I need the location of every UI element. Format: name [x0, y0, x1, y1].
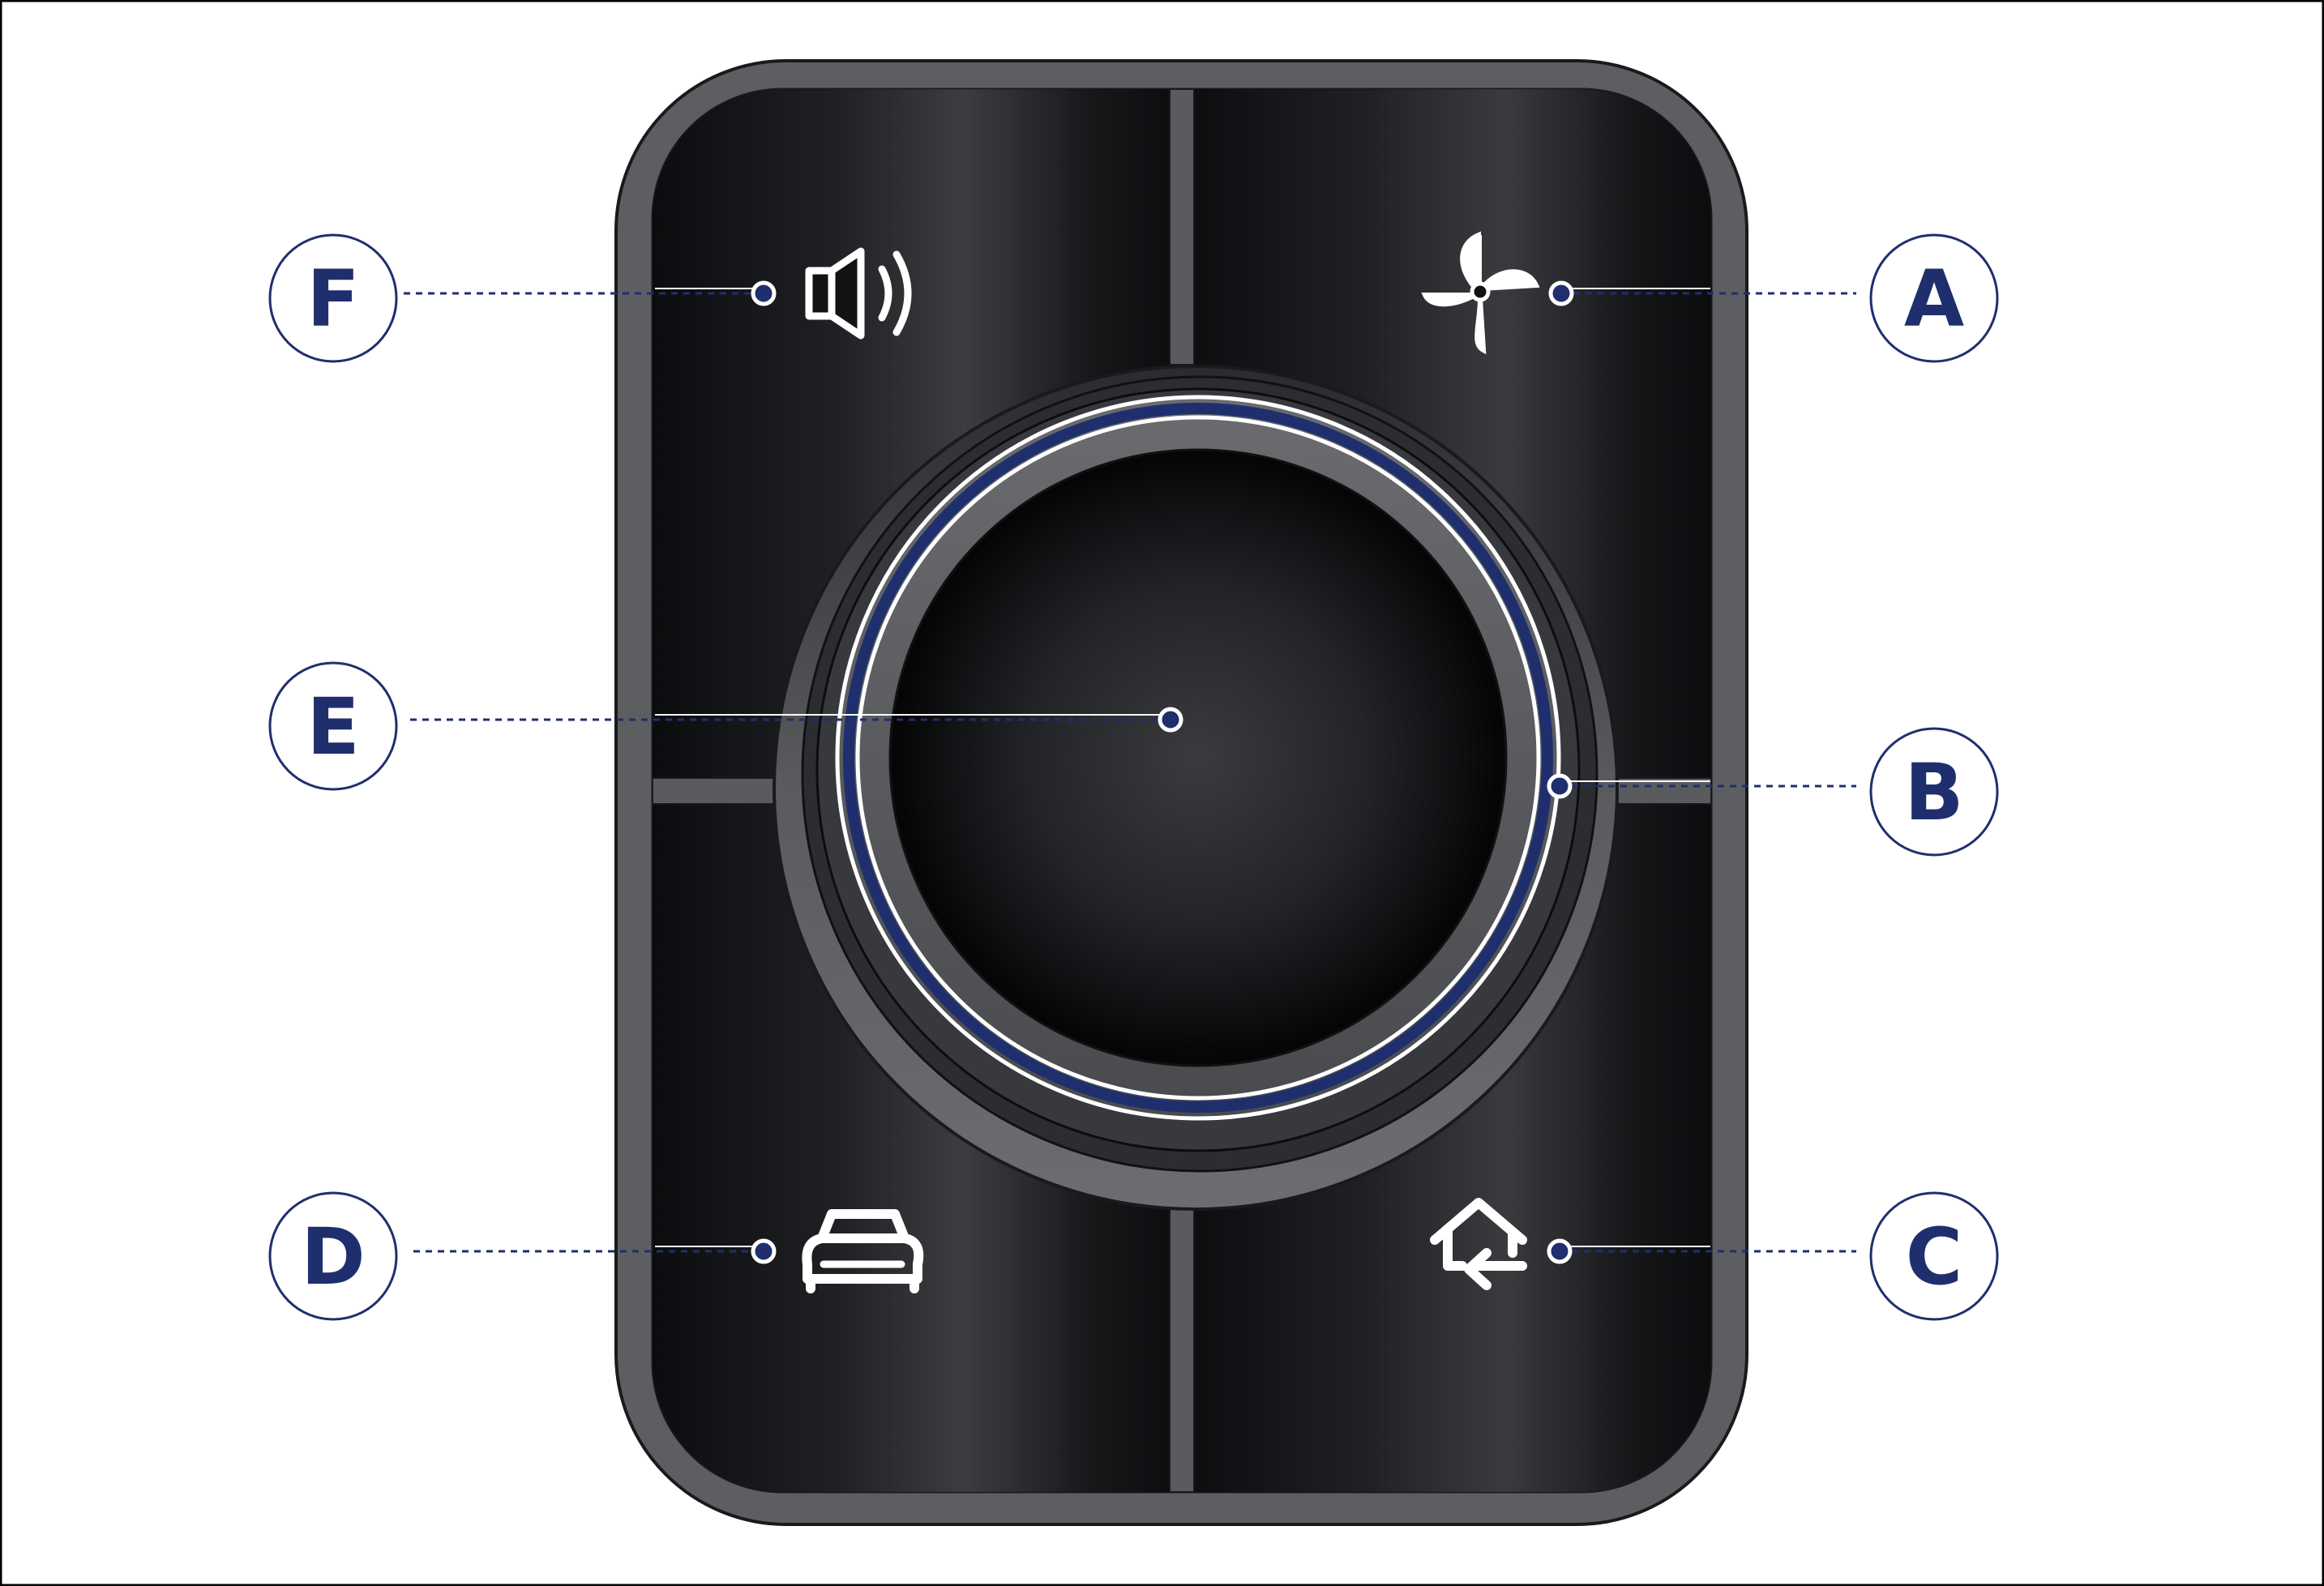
callout-dots — [751, 280, 1574, 1264]
callout-dot-f — [751, 280, 777, 306]
home-return-icon[interactable] — [1430, 1198, 1527, 1290]
callout-label-d: D — [301, 1212, 366, 1302]
callout-circle-c — [1869, 1191, 1999, 1321]
callout-label-c: C — [1906, 1212, 1962, 1302]
callout-circle-a — [1869, 233, 1999, 363]
left-horizontal-seam — [653, 777, 783, 805]
fan-icon[interactable] — [1421, 231, 1540, 355]
callout-dot-b — [1547, 773, 1573, 799]
callout-dot-e — [1158, 707, 1183, 733]
callout-dot-a — [1548, 280, 1574, 306]
rotary-knob[interactable] — [773, 365, 1619, 1211]
callout-circle-f — [268, 233, 398, 363]
callout-label-b: B — [1904, 747, 1963, 838]
callout-dot-c — [1547, 1238, 1573, 1264]
callout-circle-d — [268, 1191, 398, 1321]
callout-lines — [404, 292, 1856, 1253]
callout-dot-d — [751, 1238, 777, 1264]
callout-label-a: A — [1904, 254, 1964, 344]
callout-circle-b — [1869, 727, 1999, 857]
callout-label-e: E — [306, 682, 360, 772]
callout-label-f: F — [306, 254, 360, 344]
top-seam — [1169, 89, 1195, 366]
car-front-icon[interactable] — [802, 1209, 924, 1293]
knob-center[interactable] — [895, 455, 1501, 1061]
knob-ring-highlight — [843, 403, 1553, 1113]
callout-lines-white — [655, 288, 1710, 1247]
callout-circle-e — [268, 661, 398, 791]
bottom-seam — [1169, 1199, 1195, 1492]
speaker-volume-icon[interactable] — [805, 247, 912, 340]
